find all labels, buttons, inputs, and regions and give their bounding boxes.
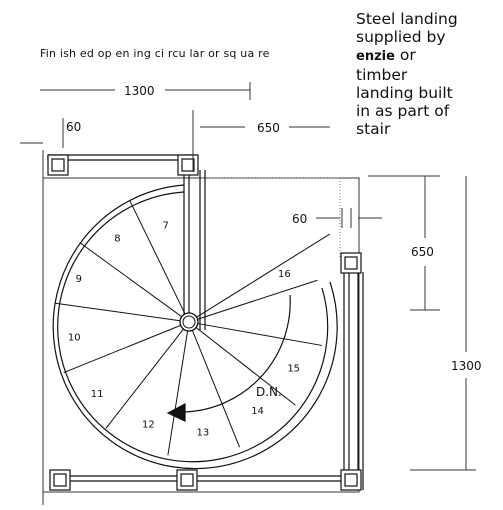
tread-line xyxy=(195,327,296,406)
landing-note: Steel landing supplied by enzie or timbe… xyxy=(356,10,501,138)
step-number-9: 9 xyxy=(76,274,82,285)
tread-line xyxy=(63,324,181,374)
dim-landing-width xyxy=(192,110,330,172)
landing-note-line-3: enzie or xyxy=(356,46,501,66)
dim-landing-depth-label: 650 xyxy=(411,245,434,259)
dim-post-right xyxy=(316,208,382,228)
center-baluster-rail xyxy=(183,170,206,330)
step-number-12: 12 xyxy=(142,419,155,430)
upper-landing-rail xyxy=(47,154,196,161)
step-number-13: 13 xyxy=(196,427,209,438)
landing-note-line-5: landing built xyxy=(356,84,453,102)
dim-landing-depth xyxy=(368,175,440,311)
right-landing-rail xyxy=(343,272,364,490)
tread-line xyxy=(55,302,181,322)
landing-note-line-6: in as part of xyxy=(356,102,450,120)
tread-line xyxy=(129,200,186,315)
step-number-8: 8 xyxy=(114,234,120,245)
direction-label: D.N. xyxy=(256,385,282,399)
lower-landing-rail xyxy=(50,475,358,482)
step-number-14: 14 xyxy=(251,406,264,417)
post-right-landing xyxy=(340,252,362,274)
step-number-15: 15 xyxy=(287,364,300,375)
tread-line xyxy=(105,328,184,429)
landing-note-line-7: stair xyxy=(356,120,391,138)
tread-line xyxy=(196,233,331,318)
floor-opening xyxy=(42,150,360,493)
dim-post-right-label: 60 xyxy=(292,212,307,226)
dim-landing-width-label: 650 xyxy=(257,121,280,135)
landing-note-or: or xyxy=(394,46,416,64)
post-bottom-left xyxy=(49,469,71,491)
dim-overall-width xyxy=(40,82,251,100)
dim-overall-height xyxy=(410,176,476,471)
post-bottom-right xyxy=(340,469,362,491)
post-bottom-mid xyxy=(176,469,198,491)
tread-line xyxy=(79,242,183,318)
direction-arrow xyxy=(166,294,291,422)
post-top-left xyxy=(47,154,69,176)
tread-line xyxy=(167,330,189,456)
step-labels: 7 8 9 10 11 12 13 14 15 16 xyxy=(68,221,300,439)
treads xyxy=(55,187,331,456)
step-number-11: 11 xyxy=(91,389,104,400)
step-number-16: 16 xyxy=(278,269,291,280)
dim-overall-width-label: 1300 xyxy=(124,84,155,98)
tread-line xyxy=(197,323,323,346)
dim-post-left xyxy=(20,118,64,148)
tread-line xyxy=(197,279,318,320)
step-number-7: 7 xyxy=(163,221,169,232)
tread-line xyxy=(191,330,241,448)
landing-note-line-2: supplied by xyxy=(356,28,446,46)
landing-note-line-1: Steel landing xyxy=(356,10,458,28)
post-top-right xyxy=(177,154,199,176)
dim-overall-height-label: 1300 xyxy=(451,359,482,373)
brand-name: enzie xyxy=(356,49,395,64)
opening-note: Fin ish ed op en ing ci rcu lar or sq ua… xyxy=(40,47,270,60)
step-number-10: 10 xyxy=(68,332,81,343)
dim-post-left-label: 60 xyxy=(66,120,81,134)
spiral-outer-ring xyxy=(52,184,338,470)
center-column xyxy=(179,312,199,332)
landing-note-line-4: timber xyxy=(356,66,408,84)
